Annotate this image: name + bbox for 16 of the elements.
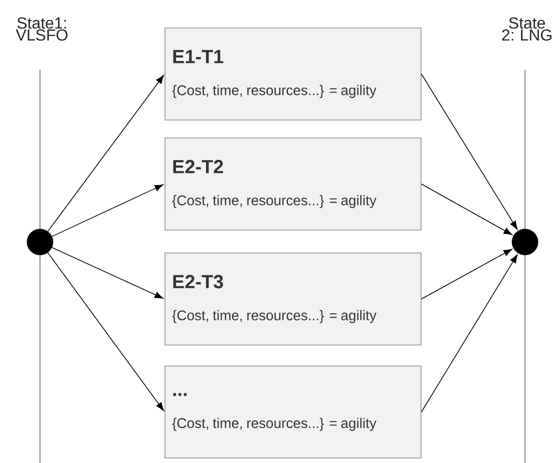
process-box: E2-T3 {Cost, time, resources...} = agility — [164, 252, 422, 346]
state-label: State1: VLSFO — [16, 17, 68, 41]
arrow — [421, 184, 512, 236]
arrow — [47, 75, 164, 232]
process-box: E1-T1 {Cost, time, resources...} = agility — [164, 28, 422, 120]
process-box: E2-T2 {Cost, time, resources...} = agility — [164, 138, 422, 230]
arrow — [52, 247, 164, 299]
arrow — [421, 248, 512, 300]
state-dot — [512, 228, 538, 256]
arrow — [421, 74, 518, 230]
arrow — [47, 252, 164, 411]
state-dot — [26, 228, 54, 256]
state-label: State 2: LNG — [502, 17, 552, 41]
arrow — [52, 184, 164, 237]
process-box: ... {Cost, time, resources...} = agility — [164, 366, 422, 458]
arrow — [421, 254, 518, 412]
